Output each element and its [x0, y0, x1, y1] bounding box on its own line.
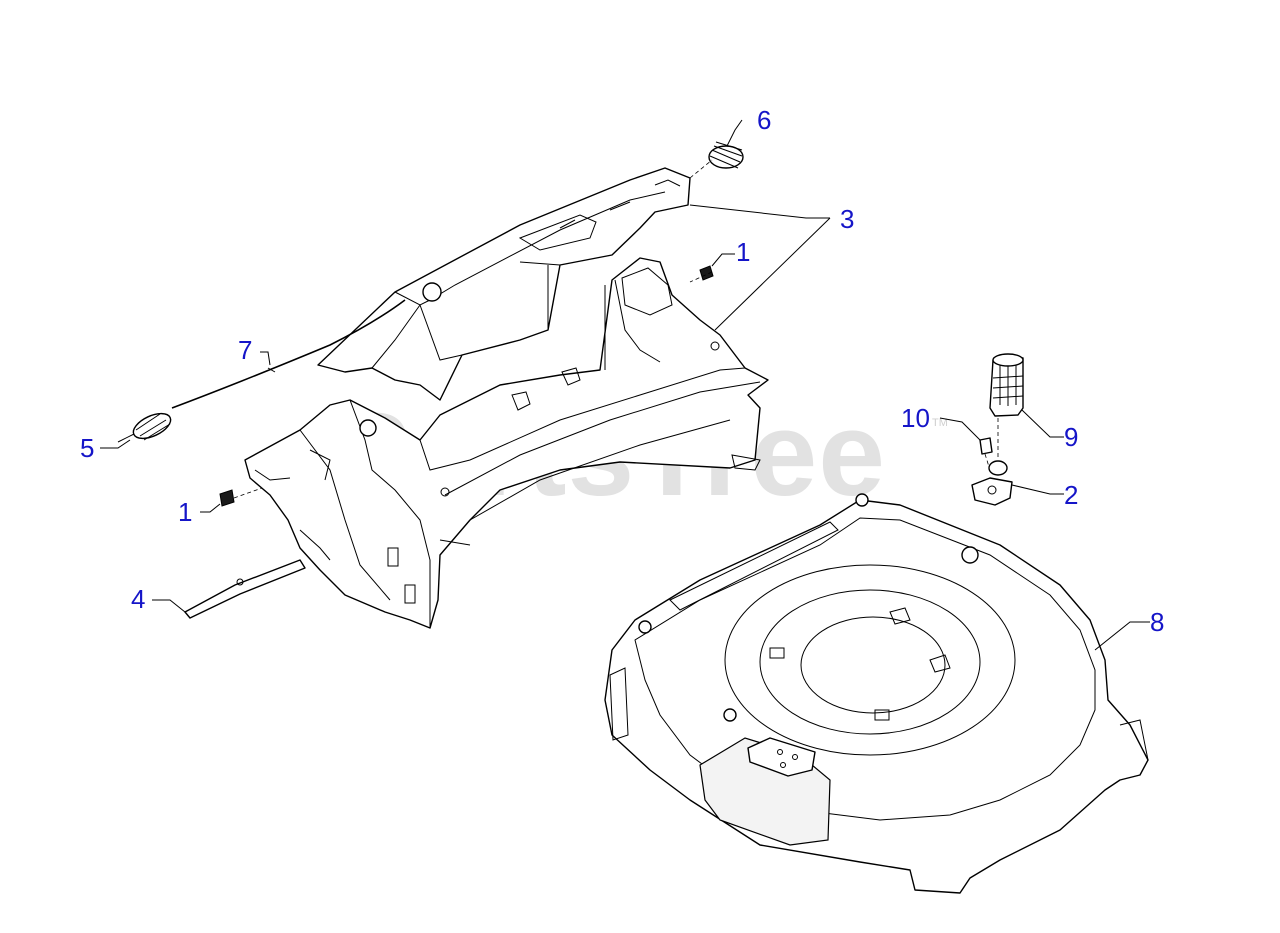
part-3-cover[interactable]	[317, 167, 691, 401]
leader-lines	[100, 119, 1150, 651]
part-10-screw[interactable]	[979, 437, 993, 471]
callout-1-lower[interactable]: 1	[178, 497, 193, 527]
callout-6[interactable]: 6	[757, 105, 772, 135]
callout-9[interactable]: 9	[1064, 422, 1079, 452]
callout-2[interactable]: 2	[1064, 480, 1079, 510]
part-7-cable[interactable]	[171, 299, 406, 409]
part-1-clip-upper[interactable]	[689, 265, 714, 283]
callout-8[interactable]: 8	[1150, 607, 1165, 637]
callout-1-upper[interactable]: 1	[736, 237, 751, 267]
callout-10[interactable]: 10	[901, 403, 930, 433]
watermark-trademark: TM	[932, 417, 948, 429]
part-5-spring[interactable]	[117, 408, 174, 443]
callout-5[interactable]: 5	[80, 433, 95, 463]
main-frame	[244, 257, 769, 629]
callout-7[interactable]: 7	[238, 335, 253, 365]
callout-3[interactable]: 3	[840, 204, 855, 234]
part-1-clip-lower[interactable]	[219, 487, 263, 507]
part-8-deck[interactable]	[604, 493, 1149, 894]
callout-4[interactable]: 4	[131, 584, 146, 614]
part-6-spring[interactable]	[689, 141, 744, 179]
part-2-adjuster[interactable]	[971, 418, 1013, 506]
part-4-rod[interactable]	[184, 559, 306, 619]
part-9-knob[interactable]	[989, 353, 1024, 417]
